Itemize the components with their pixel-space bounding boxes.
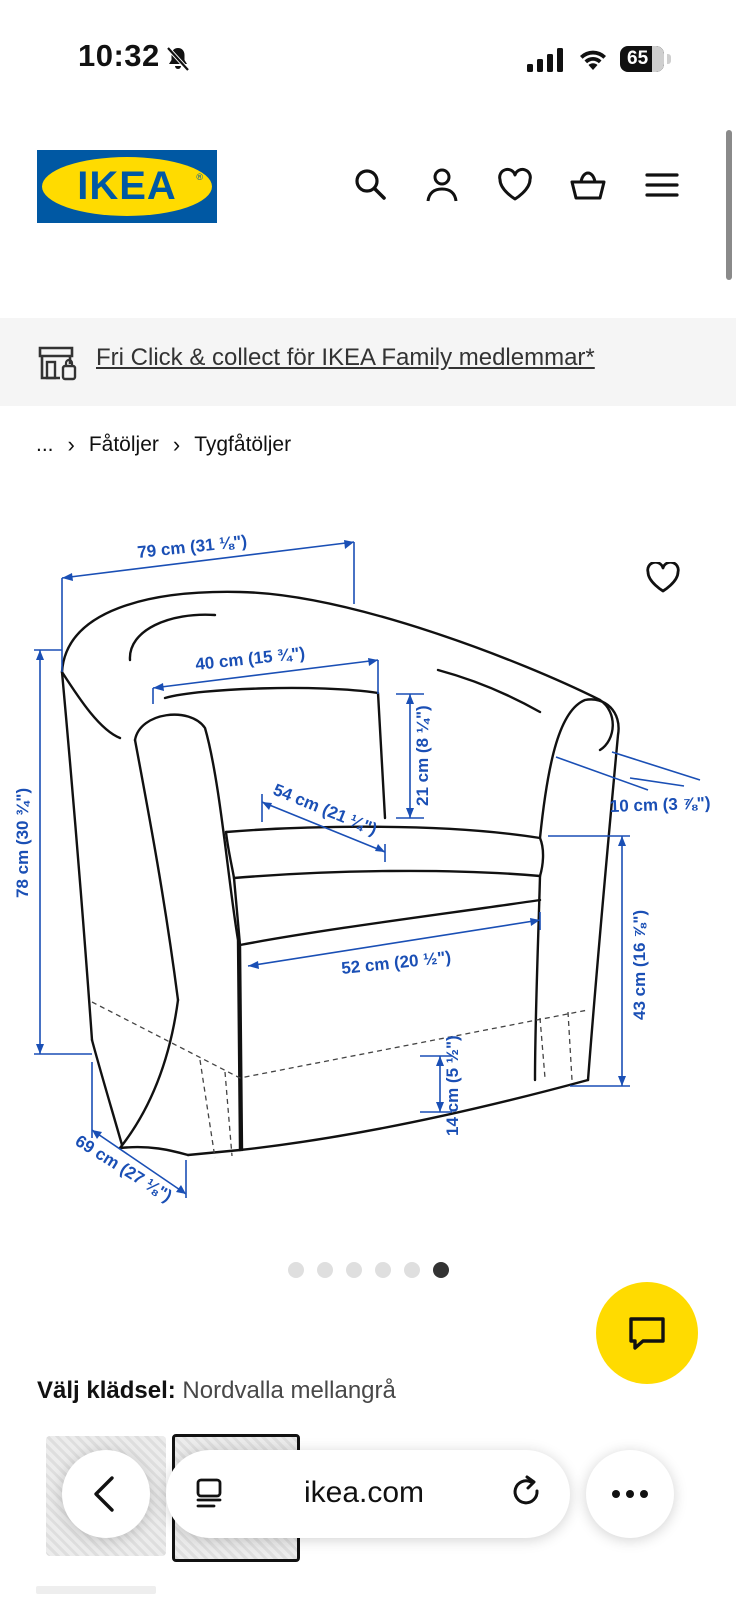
ellipsis-icon (612, 1490, 648, 1498)
tab-overview-icon[interactable] (192, 1476, 228, 1512)
registered-mark-icon: ® (196, 172, 203, 182)
url-text: ikea.com (304, 1476, 425, 1509)
product-dimension-image[interactable]: 79 cm (31 ⅛") 40 cm (15 ¾") 21 cm (8 ¼")… (0, 520, 736, 1240)
bottom-overflow-content (0, 1584, 736, 1600)
upholstery-selector-label: Välj klädsel: Nordvalla mellangrå (37, 1377, 396, 1405)
breadcrumb: ... › Fåtöljer › Tygfåtöljer (36, 432, 291, 458)
dim-skirt-height: 14 cm (5 ½") (443, 1035, 462, 1136)
carousel-dot[interactable] (346, 1262, 362, 1278)
carousel-dot[interactable] (404, 1262, 420, 1278)
upholstery-value: Nordvalla mellangrå (182, 1377, 396, 1404)
more-options-button[interactable] (586, 1450, 674, 1538)
carousel-dot[interactable] (375, 1262, 391, 1278)
favorite-heart-icon[interactable] (646, 562, 680, 594)
reload-icon[interactable] (508, 1474, 546, 1512)
cellular-signal-icon (527, 48, 563, 72)
upholstery-label: Välj klädsel: (37, 1377, 176, 1404)
heart-icon[interactable] (496, 166, 534, 204)
logo-wordmark: IKEA (77, 164, 177, 208)
carousel-indicator (288, 1262, 449, 1278)
battery-indicator: 65 (620, 46, 664, 72)
dim-seat-depth: 54 cm (21 ¼") (271, 780, 380, 839)
dim-overall-height: 78 cm (30 ¾") (13, 788, 32, 898)
dimension-lines (34, 541, 701, 1198)
address-bar[interactable]: ikea.com (166, 1450, 570, 1538)
bell-slash-icon (166, 46, 190, 72)
promo-link[interactable]: Fri Click & collect för IKEA Family medl… (96, 344, 595, 371)
dim-seat-height: 43 cm (16 ⅞") (630, 910, 649, 1020)
breadcrumb-item-armchairs[interactable]: Fåtöljer (88, 433, 159, 456)
carousel-dot[interactable] (317, 1262, 333, 1278)
status-time: 10:32 (78, 38, 160, 73)
breadcrumb-item-fabric-armchairs[interactable]: Tygfåtöljer (194, 433, 292, 456)
skirt-fold-lines (91, 1001, 589, 1159)
browser-back-button[interactable] (62, 1450, 150, 1538)
breadcrumb-ellipsis[interactable]: ... (36, 433, 54, 456)
dimension-arrowheads (36, 540, 626, 1194)
carousel-dot[interactable] (288, 1262, 304, 1278)
chat-bubble-icon (629, 1317, 665, 1350)
dim-armrest-width: 10 cm (3 ⅞") (609, 793, 710, 816)
armchair-drawing (60, 590, 620, 1157)
chevron-right-icon: › (67, 432, 75, 457)
dim-seat-width: 40 cm (15 ¾") (194, 644, 306, 674)
dim-back-cushion-height: 21 cm (8 ¼") (413, 705, 432, 806)
ikea-logo[interactable]: IKEA ® (37, 150, 217, 223)
menu-icon[interactable] (644, 166, 682, 204)
shopping-basket-icon[interactable] (569, 166, 607, 204)
dim-front-width: 52 cm (20 ½") (340, 948, 452, 978)
page-scrollbar[interactable] (726, 130, 732, 280)
chat-button[interactable] (596, 1282, 698, 1384)
store-pickup-icon (38, 346, 77, 381)
chevron-right-icon: › (172, 432, 181, 457)
account-icon[interactable] (423, 166, 461, 204)
promo-banner[interactable] (0, 318, 736, 406)
search-icon[interactable] (351, 166, 389, 204)
battery-tip (667, 54, 671, 64)
wifi-icon (580, 50, 606, 70)
carousel-dot[interactable] (433, 1262, 449, 1278)
chevron-left-icon (94, 1476, 114, 1512)
